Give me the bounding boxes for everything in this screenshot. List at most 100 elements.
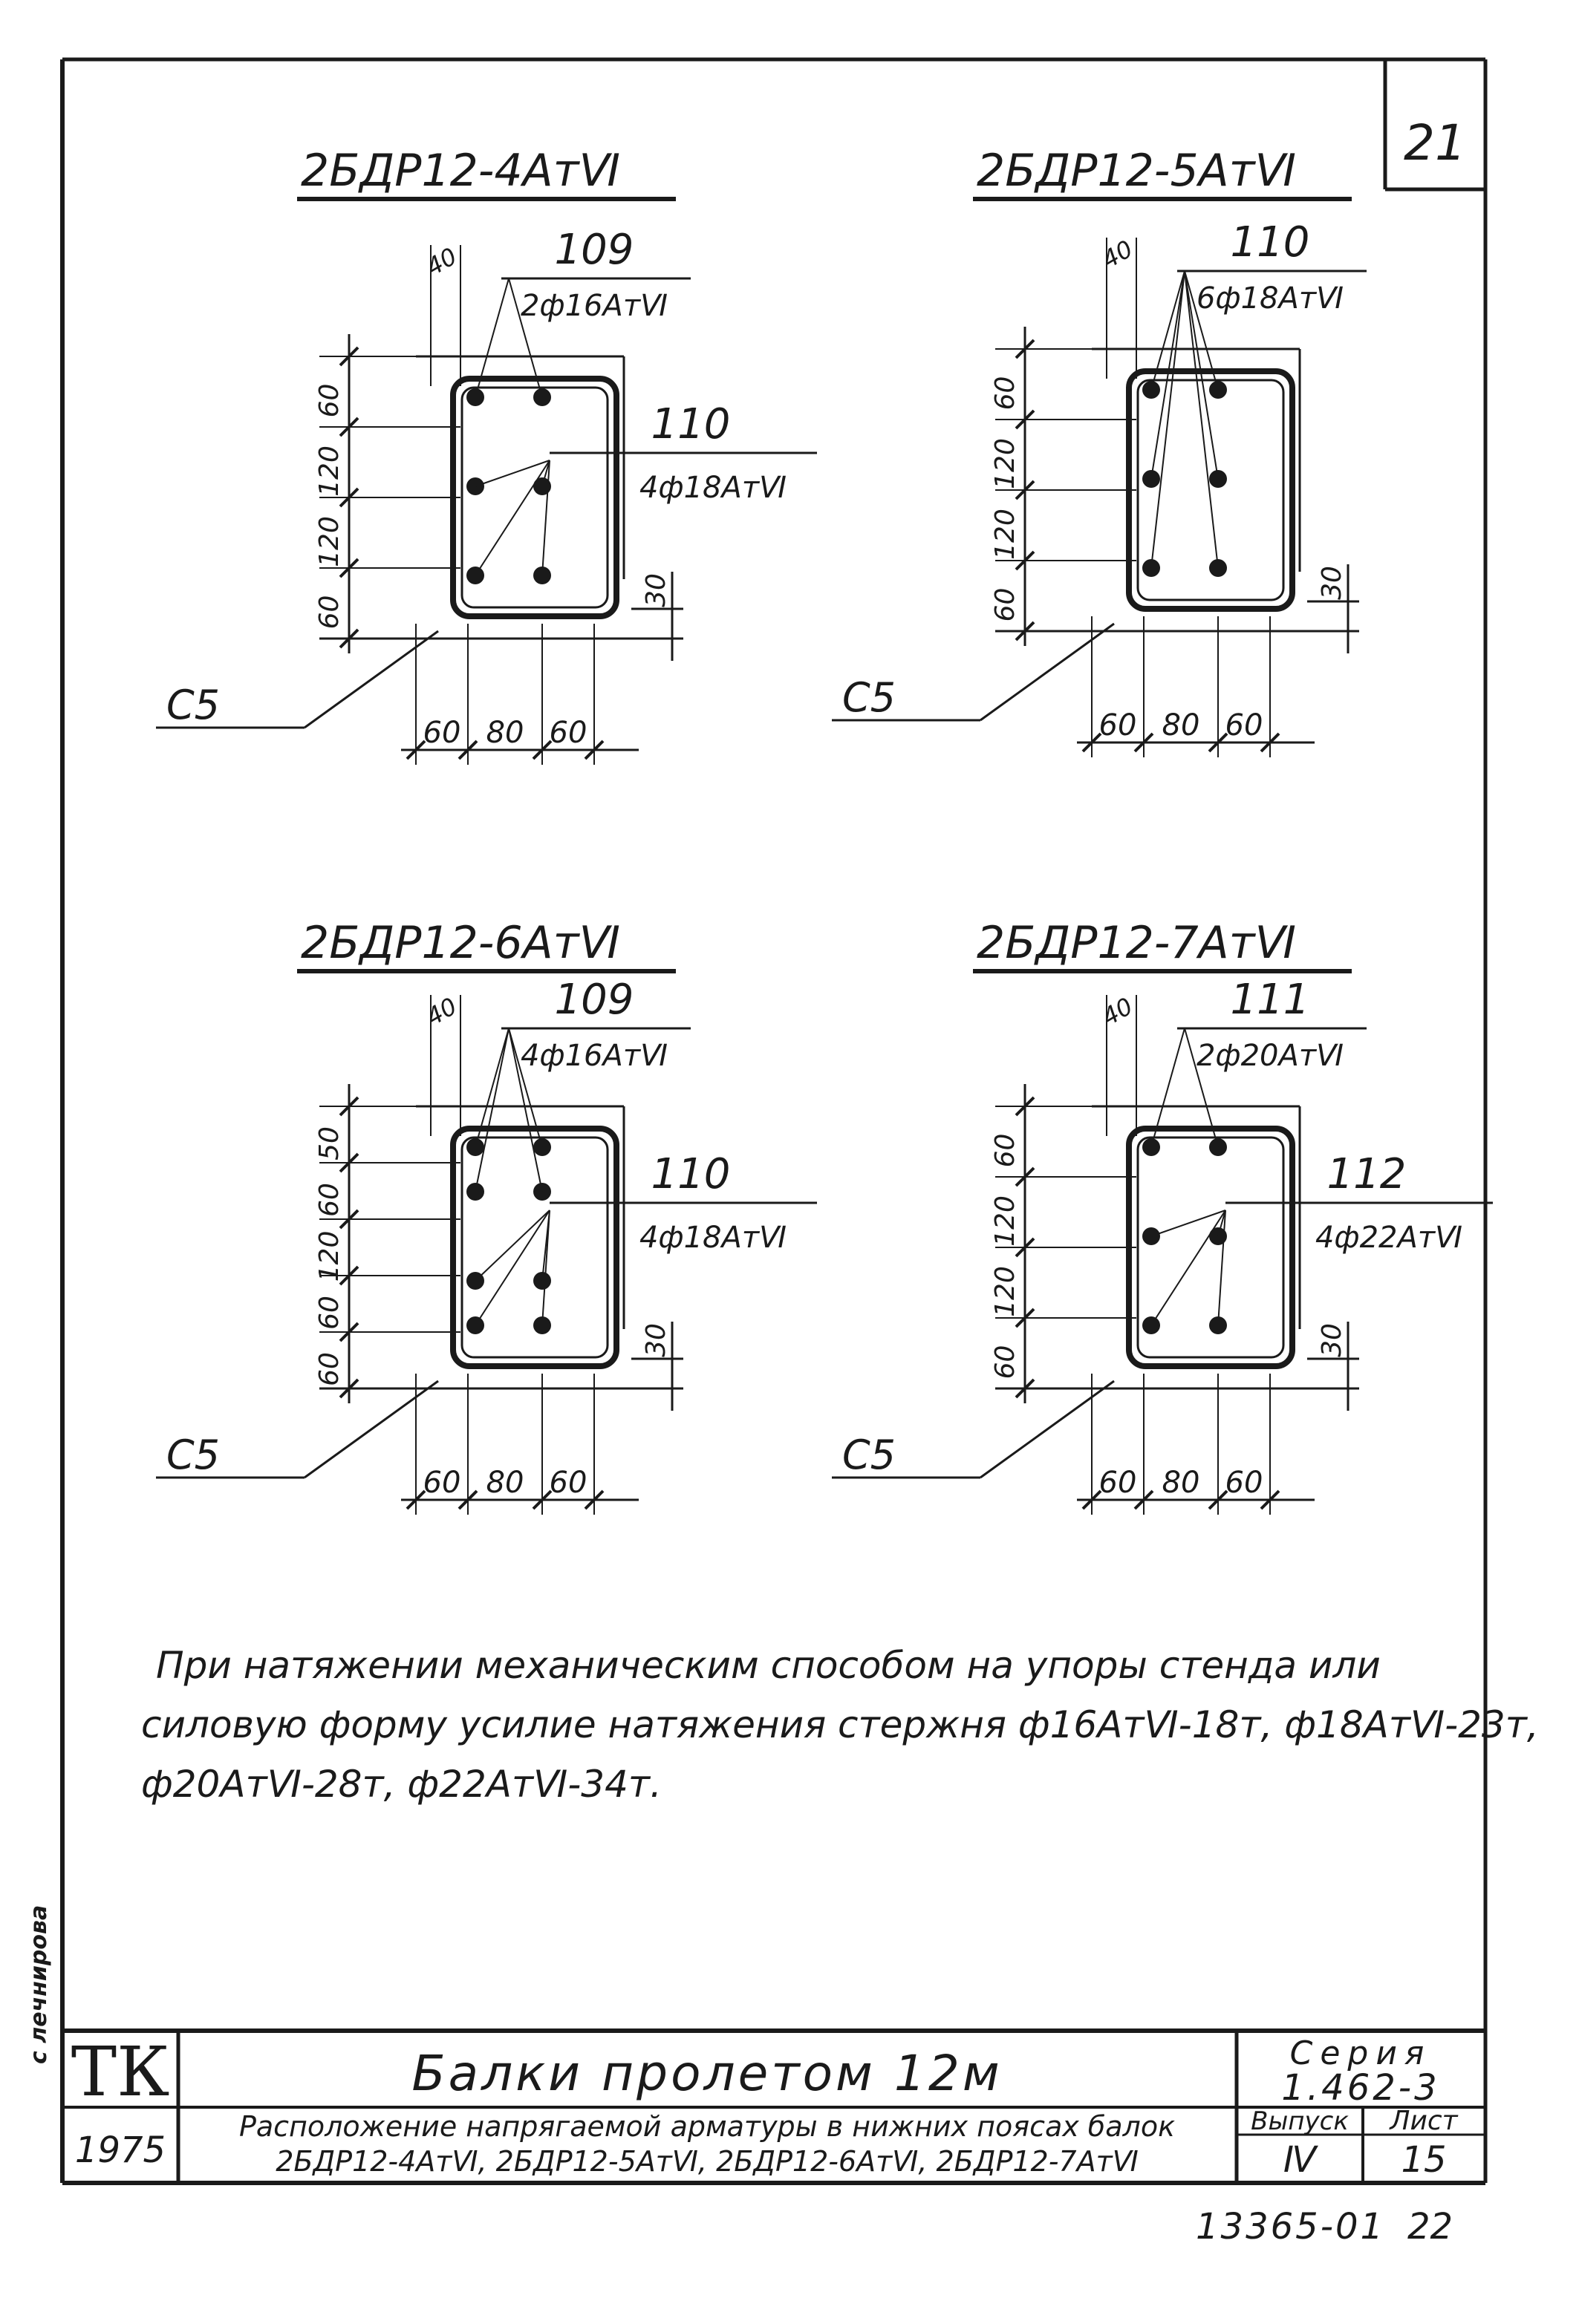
hdim-tick (406, 1489, 426, 1510)
top-leader (1184, 270, 1219, 569)
mid-leader (475, 1210, 550, 1326)
hdim-tick (1081, 1489, 1102, 1510)
cover-dim: 30 (641, 573, 671, 607)
hdim-tick (1208, 1489, 1228, 1510)
hdim-tick (406, 740, 426, 760)
hdim-value: 80 (486, 716, 524, 750)
vdim-value: 60 (314, 595, 345, 630)
top-mark: 109 (555, 976, 634, 1024)
vdim-value: 60 (990, 1345, 1020, 1380)
section-3: 2БДР12-6АтⅥ1094ф16АтⅥ1104ф18АтⅥ305060120… (156, 917, 817, 1515)
hdim-tick (532, 740, 553, 760)
series-value: 1.462-3 (1281, 2067, 1439, 2109)
vdim-value: 50 (314, 1126, 345, 1161)
top-mark: 109 (555, 226, 634, 274)
top-leader (1184, 1028, 1219, 1148)
section-title: 2БДР12-6АтⅥ (301, 917, 620, 969)
hdim-tick (458, 740, 478, 760)
hdim-tick (584, 1489, 605, 1510)
section-title: 2БДР12-4АтⅥ (301, 145, 620, 197)
stirrup-label: С5 (166, 682, 220, 728)
top-mark: 111 (1231, 976, 1310, 1024)
vdim-value: 120 (990, 1195, 1020, 1247)
vdim-tick (1015, 480, 1035, 500)
vdim-value: 60 (990, 1134, 1020, 1168)
stirrup-label: С5 (166, 1432, 220, 1478)
vdim-tick (1015, 409, 1035, 430)
mid-spec: 4ф18АтⅥ (639, 471, 787, 505)
vdim-value: 60 (314, 384, 345, 418)
section-title: 2БДР12-5АтⅥ (977, 145, 1296, 197)
hdim-tick (458, 1489, 478, 1510)
stirrup-loop (450, 1126, 619, 1369)
hdim-tick (1081, 732, 1102, 753)
vdim-value: 60 (314, 1352, 345, 1386)
drawing-title: Балки пролетом 12м (411, 2045, 1002, 2102)
vdim-tick (339, 1209, 359, 1230)
vdim-value: 120 (314, 445, 345, 497)
mid-leader (1150, 1210, 1226, 1326)
vdim-value: 120 (314, 516, 345, 567)
title-block (62, 2028, 1485, 2183)
hdim-tick (1133, 732, 1154, 753)
section-1: 2БДР12-4АтⅥ 109 2ф16АтⅥ 110 4ф18АтⅥ 30 60 120 12… (156, 145, 817, 765)
hdim-tick (1260, 1489, 1280, 1510)
hdim-tick (532, 1489, 553, 1510)
sheet-frame (60, 57, 1488, 2185)
vdim-tick (1015, 1096, 1035, 1117)
vdim-tick (339, 1322, 359, 1342)
top-mark: 110 (1231, 218, 1310, 267)
section-4: 2БДР12-7АтⅥ1112ф20АтⅥ1124ф22АтⅥ306012012… (832, 917, 1493, 1515)
vdim-tick (1015, 1378, 1035, 1399)
stirrup-inner (1136, 1136, 1285, 1359)
mid-leader (541, 1210, 550, 1282)
top-offset-dim: 40 (421, 242, 461, 281)
vdim-tick (1015, 1166, 1035, 1187)
drawing-subtitle-2: 2БДР12-4АтⅥ, 2БДР12-5АтⅥ, 2БДР12-6АтⅥ, 2… (276, 2145, 1139, 2178)
side-stamp: с лечнирова (26, 1905, 52, 2064)
beam-sections: 2БДР12-4АтⅥ 109 2ф16АтⅥ 110 4ф18АтⅥ 30 60 120 12… (156, 145, 1493, 1515)
top-leader (1150, 270, 1185, 391)
note-line-1: При натяжении механическим способом на у… (156, 1644, 1381, 1687)
hdim-value: 60 (550, 1466, 587, 1500)
year: 1975 (75, 2129, 166, 2171)
vdim-tick (339, 558, 359, 578)
hdim-value: 60 (423, 716, 461, 750)
note-line-3: ф20АтⅥ-28т, ф22АтⅥ-34т. (141, 1763, 662, 1806)
series-label: Серия (1290, 2034, 1432, 2072)
vdim-value: 120 (990, 1266, 1020, 1317)
vdim-tick (1015, 1308, 1035, 1328)
top-spec: 6ф18АтⅥ (1197, 281, 1344, 316)
top-leader (475, 1028, 509, 1148)
mid-leader (475, 1210, 550, 1282)
stirrup-leader (980, 622, 1115, 722)
sheet-label: Лист (1388, 2106, 1458, 2136)
hdim-value: 80 (486, 1466, 524, 1500)
top-leader (1150, 270, 1185, 569)
stirrup-inner (1136, 379, 1285, 601)
mid-leader (475, 460, 550, 487)
top-spec: 2ф16АтⅥ (521, 289, 668, 323)
vdim-tick (339, 1152, 359, 1173)
vdim-tick (1015, 1237, 1035, 1258)
section-title: 2БДР12-7АтⅥ (977, 917, 1296, 969)
vdim-value: 60 (314, 1296, 345, 1330)
hdim-tick (1260, 732, 1280, 753)
hdim-value: 80 (1162, 708, 1200, 742)
top-offset-dim: 40 (1097, 235, 1137, 274)
hdim-value: 60 (1225, 1466, 1263, 1500)
hdim-value: 60 (1225, 708, 1263, 742)
mid-leader (1217, 1210, 1226, 1237)
top-spec: 4ф16АтⅥ (521, 1039, 668, 1073)
vdim-tick (339, 628, 359, 649)
top-leader (508, 278, 543, 398)
mid-leader (1217, 1210, 1226, 1326)
mid-mark: 110 (651, 400, 731, 448)
hdim-value: 60 (550, 716, 587, 750)
vdim-value: 60 (990, 588, 1020, 622)
stirrup-inner (460, 1136, 609, 1359)
top-offset-dim: 40 (421, 992, 461, 1031)
org-code: ТК (71, 2032, 170, 2112)
